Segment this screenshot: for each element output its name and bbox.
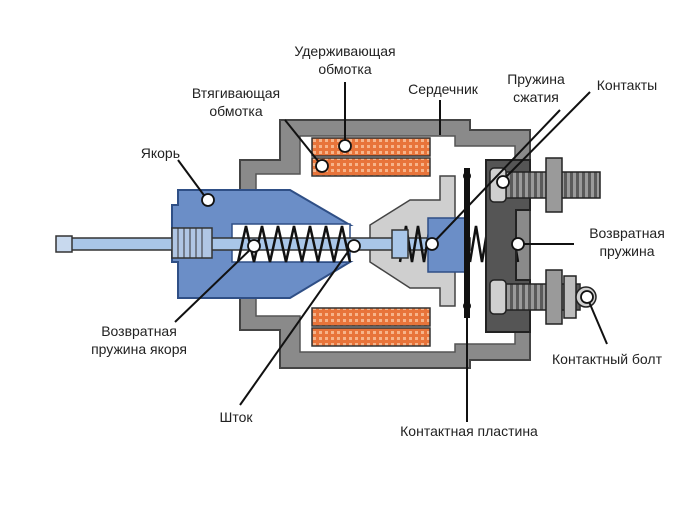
upper-bolt-nut (545, 157, 563, 213)
rod-thread-lines (177, 228, 203, 258)
contact-plate (464, 168, 470, 318)
lower-coil-2 (311, 327, 431, 347)
label-contact-bolt: Контактный болт (552, 351, 662, 367)
label-armature: Якорь (140, 145, 180, 161)
lower-coil-1 (311, 307, 431, 327)
rod-collar (391, 229, 409, 259)
lower-bolt-washer (563, 275, 577, 319)
holding-winding-coil (311, 137, 431, 157)
lower-bolt-head (489, 279, 507, 315)
pull-winding-coil (311, 157, 431, 177)
lower-bolt-nut (545, 269, 563, 325)
label-contacts: Контакты (596, 77, 658, 93)
leader-lines (174, 82, 608, 422)
label-rod: Шток (219, 409, 253, 425)
label-core: Сердечник (408, 81, 478, 97)
rod-tip (55, 235, 73, 253)
contact-dot-top (463, 172, 471, 180)
label-contact-plate: Контактная пластина (400, 423, 538, 439)
rod-thread (171, 227, 213, 259)
leader-dots (201, 139, 594, 304)
